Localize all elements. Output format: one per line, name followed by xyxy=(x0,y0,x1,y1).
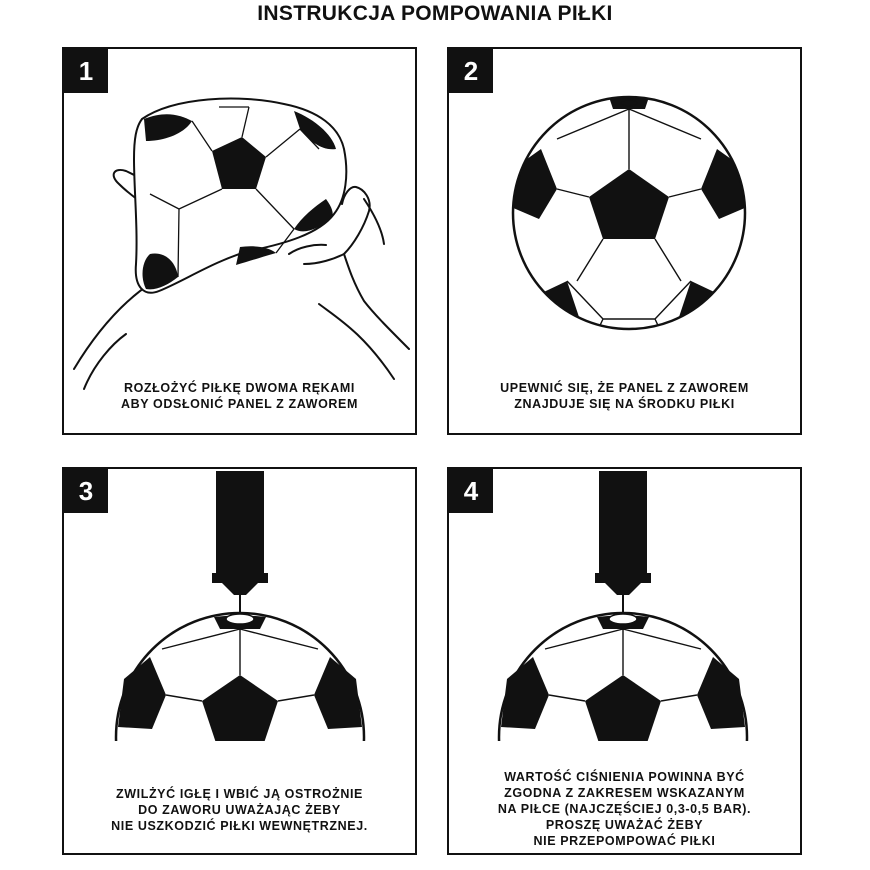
step-2-caption-line: ZNAJDUJE SIĘ NA ŚRODKU PIŁKI xyxy=(514,397,735,411)
step-1-caption-line: ABY ODSŁONIĆ PANEL Z ZAWOREM xyxy=(121,397,358,411)
step-2-caption: UPEWNIĆ SIĘ, ŻE PANEL Z ZAWOREM ZNAJDUJE… xyxy=(449,380,800,412)
step-1-panel: 1 ROZŁOŻYĆ PIŁKĘ DWO xyxy=(62,47,417,435)
step-1-caption-line: ROZŁOŻYĆ PIŁKĘ DWOMA RĘKAMI xyxy=(123,381,355,395)
soccer-ball-icon xyxy=(511,95,747,331)
pump-needle-icon xyxy=(114,471,366,741)
step-3-caption-line: ZWILŻYĆ IGŁĘ I WBIĆ JĄ OSTROŻNIE xyxy=(116,787,363,801)
step-4-caption-line: PROSZĘ UWAŻAĆ ŻEBY xyxy=(545,818,704,832)
step-3-number: 3 xyxy=(64,469,108,513)
step-3-caption-line: NIE USZKODZIĆ PIŁKI WEWNĘTRZNEJ. xyxy=(111,819,368,833)
step-1-caption: ROZŁOŻYĆ PIŁKĘ DWOMA RĘKAMI ABY ODSŁONIĆ… xyxy=(64,380,415,412)
step-4-caption-line: NA PIŁCE (NAJCZĘŚCIEJ 0,3-0,5 BAR). xyxy=(497,802,752,816)
step-4-panel: 4 WARTOŚĆ CIŚNIENIA POWINNA BYĆ ZGODNA Z… xyxy=(447,467,802,855)
step-1-number: 1 xyxy=(64,49,108,93)
hands-icon xyxy=(73,97,410,390)
pump-needle-icon xyxy=(497,471,749,741)
step-3-caption: ZWILŻYĆ IGŁĘ I WBIĆ JĄ OSTROŻNIE DO ZAWO… xyxy=(64,786,415,834)
step-3-panel: 3 ZWILŻYĆ IGŁĘ I WBIĆ JĄ OSTROŻNIE DO ZA… xyxy=(62,467,417,855)
step-2-number: 2 xyxy=(449,49,493,93)
step-4-caption: WARTOŚĆ CIŚNIENIA POWINNA BYĆ ZGODNA Z Z… xyxy=(449,769,800,849)
step-4-caption-line: WARTOŚĆ CIŚNIENIA POWINNA BYĆ xyxy=(504,770,745,784)
step-4-caption-line: NIE PRZEPOMPOWAĆ PIŁKI xyxy=(533,834,716,848)
step-2-panel: 2 UPEWNIĆ SIĘ, ŻE PANEL Z ZAWOREM ZNAJDU… xyxy=(447,47,802,435)
step-4-number: 4 xyxy=(449,469,493,513)
page-title: INSTRUKCJA POMPOWANIA PIŁKI xyxy=(257,2,613,25)
step-3-caption-line: DO ZAWORU UWAŻAJĄC ŻEBY xyxy=(138,803,341,817)
step-4-caption-line: ZGODNA Z ZAKRESEM WSKAZANYM xyxy=(504,786,745,800)
step-2-caption-line: UPEWNIĆ SIĘ, ŻE PANEL Z ZAWOREM xyxy=(500,381,749,395)
